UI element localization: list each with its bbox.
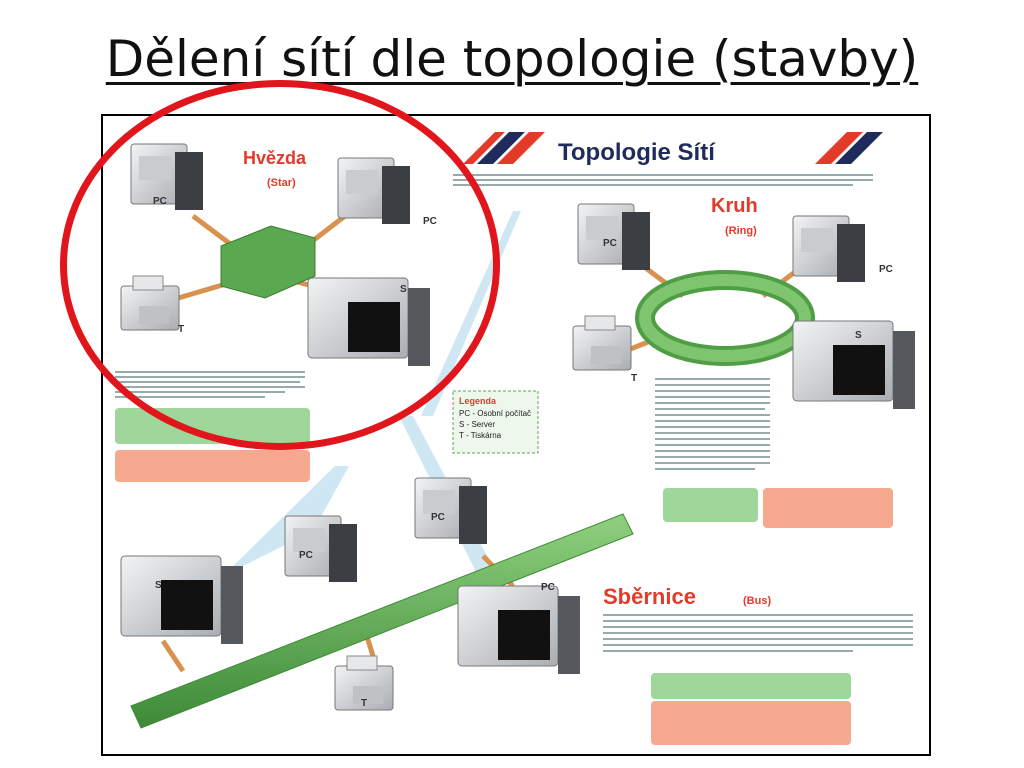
ring-title: Kruh xyxy=(711,195,758,217)
topology-poster: Topologie Sítí Hvězda (Star) PC PC T S xyxy=(101,114,931,756)
ring-pc-left xyxy=(577,203,651,271)
star-topology xyxy=(120,143,431,367)
bus-server-label: S xyxy=(155,580,162,591)
intro-text-lines xyxy=(453,174,873,186)
ring-description xyxy=(655,378,893,528)
legend-title: Legenda xyxy=(459,396,497,406)
bus-pc-2-label: PC xyxy=(431,512,445,523)
star-pc-right-label: PC xyxy=(423,216,437,227)
ring-subtitle: (Ring) xyxy=(725,225,757,237)
star-title: Hvězda xyxy=(243,148,307,168)
star-pc-left xyxy=(130,143,204,211)
bus-pc-3 xyxy=(457,585,581,675)
star-description xyxy=(115,371,310,482)
bus-pc-3-label: PC xyxy=(541,582,555,593)
ring-topology xyxy=(572,203,916,410)
star-printer xyxy=(120,275,180,331)
poster-heading: Topologie Sítí xyxy=(558,139,716,166)
star-printer-label: T xyxy=(178,324,184,335)
ring-printer xyxy=(572,315,632,371)
bus-server xyxy=(120,555,244,645)
bus-pc-2 xyxy=(414,477,488,545)
star-server xyxy=(307,277,431,367)
ring-pc-left-label: PC xyxy=(603,238,617,249)
slide-title: Dělení sítí dle topologie (stavby) xyxy=(105,30,919,88)
legend-item-server: S - Server xyxy=(459,420,495,429)
bus-pc-1-label: PC xyxy=(299,550,313,561)
star-pc-right xyxy=(337,157,411,225)
star-server-label: S xyxy=(400,284,407,295)
bus-subtitle: (Bus) xyxy=(743,595,771,607)
legend-item-printer: T - Tiskárna xyxy=(459,431,502,440)
bus-pc-1 xyxy=(284,515,358,583)
ring-printer-label: T xyxy=(631,373,637,384)
legend-item-pc: PC - Osobní počítač xyxy=(459,409,531,418)
poster-heading-banner xyxy=(463,132,883,164)
bus-topology xyxy=(120,477,634,729)
ring-pc-right-label: PC xyxy=(879,264,893,275)
star-pc-left-label: PC xyxy=(153,196,167,207)
poster-illustration: Topologie Sítí Hvězda (Star) PC PC T S xyxy=(115,132,916,745)
bus-title: Sběrnice xyxy=(603,584,696,609)
star-subtitle: (Star) xyxy=(267,177,296,189)
ring-server xyxy=(792,320,916,410)
bus-description xyxy=(603,614,913,745)
ring-server-label: S xyxy=(855,330,862,341)
bus-printer-label: T xyxy=(361,698,367,709)
ring-pc-right xyxy=(792,215,866,283)
